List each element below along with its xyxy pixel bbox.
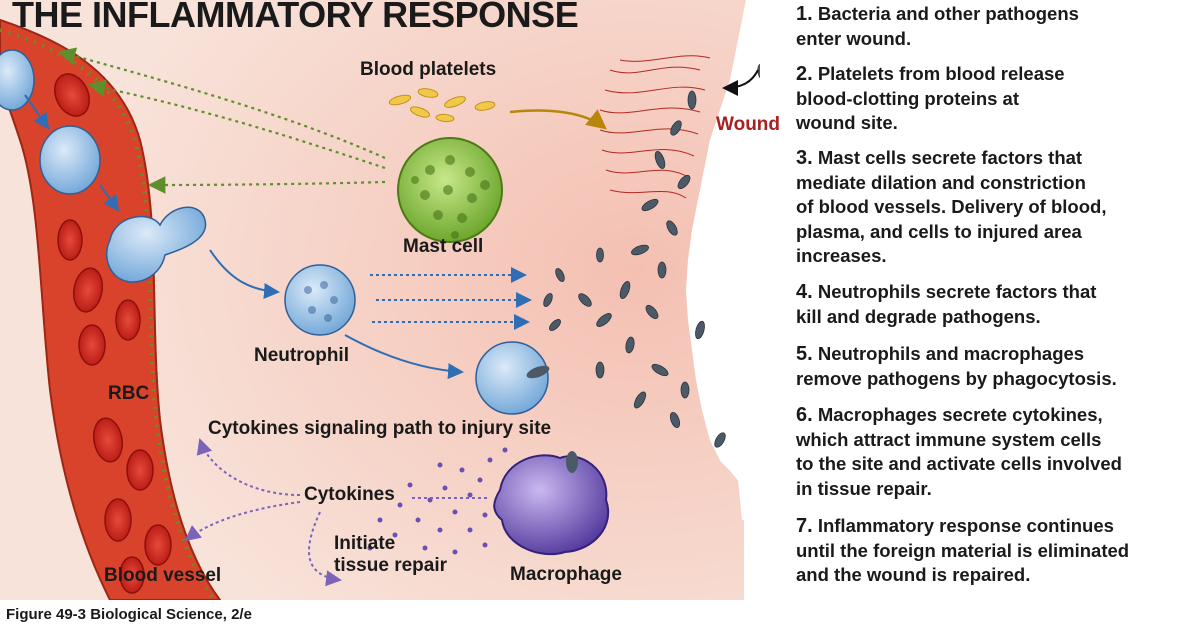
- tissue-area: [0, 0, 748, 600]
- macrophage-shape: [493, 451, 610, 556]
- step-7-text: Inflammatory response continues until th…: [796, 515, 1130, 585]
- step-4-text: Neutrophils secrete factors that kill an…: [796, 281, 1097, 327]
- figure-title: THE INFLAMMATORY RESPONSE: [12, 0, 579, 35]
- step-5-text: Neutrophils and macrophages remove patho…: [796, 343, 1117, 389]
- neutrophil-shape: [284, 264, 356, 336]
- step-1-number: 1.: [796, 3, 813, 25]
- neutrophil-exit-arrow: [209, 249, 280, 299]
- neutrophil-secretion-arrows: [370, 267, 532, 330]
- step-6-text: Macrophages secrete cytokines, which att…: [796, 404, 1122, 499]
- red-blood-cells: [54, 73, 172, 594]
- vessel-flow-arrows: [24, 94, 120, 212]
- cytokine-path-label: Cytokines signaling path to injury site: [208, 418, 552, 439]
- mast-cell-label: Mast cell: [403, 236, 484, 257]
- cytokine-arrows: [184, 438, 490, 587]
- repair-label: Initiate tissue repair: [334, 533, 447, 576]
- mast-cell-shape: [397, 137, 503, 243]
- mast-signal-arrows: [57, 47, 386, 194]
- phagocyte-neutrophil-shape: [475, 341, 550, 415]
- step-3-number: 3.: [796, 147, 813, 169]
- step-7: 7. Inflammatory response continues until…: [796, 514, 1196, 588]
- rbc-label: RBC: [108, 383, 150, 404]
- cytokine-dots: [367, 447, 508, 555]
- platelets: [388, 88, 496, 123]
- wound-edge: [685, 0, 750, 521]
- step-3-text: Mast cells secrete factors that mediate …: [796, 147, 1107, 266]
- step-2-number: 2.: [796, 63, 813, 85]
- platelet-arrow: [509, 109, 607, 130]
- step-2-text: Platelets from blood release blood-clott…: [796, 63, 1065, 133]
- step-6: 6. Macrophages secrete cytokines, which …: [796, 403, 1196, 501]
- platelets-label: Blood platelets: [360, 59, 497, 80]
- inflammation-diagram: THE INFLAMMATORY RESPONSE Blood platelet…: [0, 0, 780, 600]
- step-5: 5. Neutrophils and macrophages remove pa…: [796, 342, 1196, 391]
- macrophage-label: Macrophage: [510, 564, 622, 585]
- step-7-number: 7.: [796, 515, 813, 537]
- step-1-text: Bacteria and other pathogens enter wound…: [796, 3, 1079, 49]
- step-2: 2. Platelets from blood release blood-cl…: [796, 62, 1196, 136]
- step-4: 4. Neutrophils secrete factors that kill…: [796, 280, 1196, 329]
- step-5-number: 5.: [796, 343, 813, 365]
- bacteria-entry-arrow: [722, 69, 759, 96]
- vessel-leukocytes: [0, 49, 207, 283]
- step-1: 1. Bacteria and other pathogens enter wo…: [796, 2, 1196, 51]
- bacteria: [543, 63, 760, 448]
- step-3: 3. Mast cells secrete factors that media…: [796, 146, 1196, 269]
- step-6-number: 6.: [796, 404, 813, 426]
- neutrophil-label: Neutrophil: [254, 345, 349, 366]
- diagram-canvas: [0, 0, 760, 600]
- wound-label: Wound: [716, 114, 781, 135]
- step-4-number: 4.: [796, 281, 813, 303]
- blood-vessel-label: Blood vessel: [104, 565, 222, 586]
- clotting-fibers: [599, 55, 711, 199]
- cytokines-label: Cytokines: [304, 484, 395, 505]
- figure-caption: Figure 49-3 Biological Science, 2/e: [6, 606, 252, 623]
- neutrophil-to-phagocyte-arrow: [344, 334, 464, 380]
